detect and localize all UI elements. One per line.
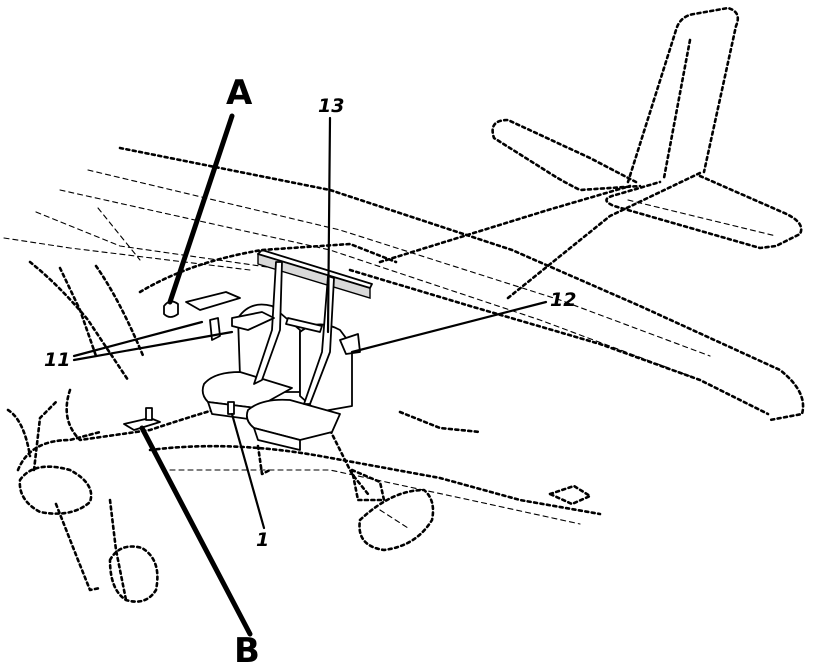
wing-trailing-edge [348,268,770,416]
wing-inner-line-3 [97,207,141,261]
cowl-outline-left [6,408,32,458]
horizontal-stabilizer-right [605,174,803,250]
propeller-upper [32,398,60,472]
harness-bracket [339,333,361,355]
wing-inner-line-2 [59,189,691,377]
nose-wheel [108,545,159,603]
nose-gear-strut [108,498,128,602]
wing-root-fairing [398,410,482,434]
cowl-lower [16,430,102,472]
rudder-hinge [662,38,692,180]
right-gear-fairing [548,484,592,506]
inertia-reel [285,317,323,333]
leader-b [139,425,253,637]
main-wheel-hub [379,509,409,529]
wing-inner-line-4 [35,211,331,277]
seat-assembly [123,249,373,451]
leader-13 [326,116,332,334]
leader-11a [72,320,204,358]
propeller-lower [54,502,102,592]
leader-1 [230,412,266,530]
component-b-post [145,407,153,421]
wing-inner-line-1 [87,169,711,357]
horizontal-stabilizer-left [491,118,642,192]
left-harness-strap [253,261,283,385]
callout-labels: A B 13 12 11 1 [44,73,576,663]
right-harness-strap [303,275,335,405]
lap-belt-buckle [227,401,235,415]
leader-lines [72,113,548,637]
leader-12 [350,300,548,354]
callout-13: 13 [318,95,344,117]
main-gear-fairing [350,468,386,502]
cowl-lines [58,266,98,358]
wing-leading-edge [118,146,805,422]
right-sun-visor [231,311,275,331]
airframe-phantom [3,6,805,603]
right-seat-base [253,427,301,451]
callout-b: B [234,631,260,663]
callout-a: A [226,73,253,113]
left-seat-cushion [201,371,293,409]
main-wheel [358,488,435,552]
fuselage-belly [148,444,602,516]
spinner [18,465,93,515]
wing-inner-line-5 [3,237,251,271]
cabin-side-left [28,260,130,382]
fuselage-top [378,184,632,264]
leader-a [167,113,235,305]
left-sun-visor [185,291,241,311]
component-b [123,417,161,431]
harness-anchor-bar-top [257,249,373,289]
windshield-post [94,264,146,360]
callout-11: 11 [44,349,70,371]
step [256,444,272,476]
belly-line [169,469,581,525]
right-seat-cushion [245,398,341,441]
callout-12: 12 [550,289,576,311]
fuselage-bottom [506,170,704,300]
main-gear-leg [328,428,370,496]
leader-11b [72,330,234,362]
elevator-line [627,199,777,237]
callout-1: 1 [256,529,269,551]
vertical-stabilizer [626,6,740,184]
